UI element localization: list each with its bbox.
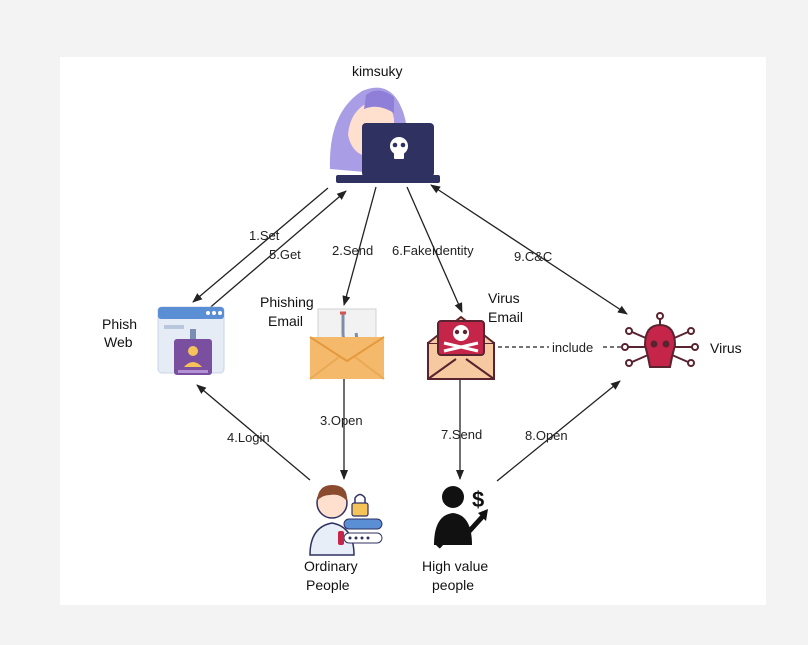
edge-label-get: 5.Get (269, 247, 301, 262)
skull-email-icon (427, 315, 495, 380)
person-lock-password-icon (309, 485, 383, 556)
virus-skull-circuit-icon (621, 312, 699, 368)
edge-open8 (496, 380, 621, 482)
node-label-phish-web-1: Phish (102, 316, 137, 332)
edge-label-include: include (552, 340, 593, 355)
node-label-high-value-2: people (432, 577, 474, 593)
node-label-high-value-1: High value (422, 558, 488, 574)
diagram-canvas: 1.Set 5.Get 2.Send 6.FakeIdentity 9.C&C … (60, 57, 766, 605)
person-dollar-growth-icon: $ (434, 486, 488, 549)
edge-label-fake-identity: 6.FakeIdentity (392, 243, 474, 258)
node-label-ordinary-1: Ordinary (304, 558, 358, 574)
edge-label-open8: 8.Open (525, 428, 568, 443)
edge-label-set: 1.Set (249, 228, 280, 243)
node-label-ordinary-2: People (306, 577, 350, 593)
edge-get (205, 190, 347, 312)
node-label-phishing-email-1: Phishing (260, 294, 314, 310)
edge-label-send: 2.Send (332, 243, 373, 258)
node-label-kimsuky: kimsuky (352, 63, 403, 79)
edge-login (196, 384, 311, 481)
node-label-phishing-email-2: Email (268, 313, 303, 329)
node-label-virus: Virus (710, 340, 742, 356)
edge-label-cc: 9.C&C (514, 249, 552, 264)
node-label-virus-email-1: Virus (488, 290, 520, 306)
edge-label-open: 3.Open (320, 413, 363, 428)
edge-label-send7: 7.Send (441, 427, 482, 442)
edge-send (342, 186, 377, 306)
edge-label-login: 4.Login (227, 430, 270, 445)
svg-text:$: $ (472, 487, 484, 512)
node-label-virus-email-2: Email (488, 309, 523, 325)
node-label-phish-web-2: Web (104, 334, 133, 350)
hacker-laptop-skull-icon (329, 87, 440, 183)
browser-login-icon (157, 306, 225, 375)
phishing-hook-email-icon (309, 308, 385, 380)
edge-cc (430, 184, 628, 315)
include-label-bg (549, 340, 601, 354)
diagram-svg: 1.Set 5.Get 2.Send 6.FakeIdentity 9.C&C … (102, 63, 742, 593)
edge-set (192, 187, 329, 303)
